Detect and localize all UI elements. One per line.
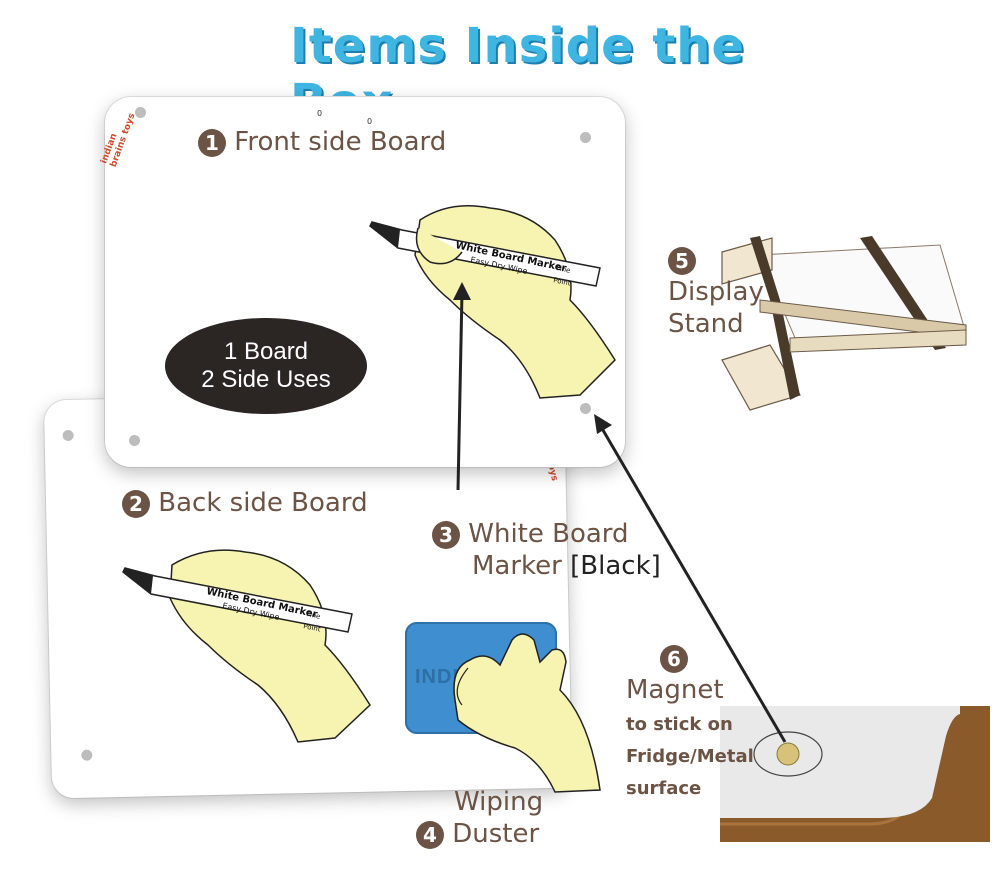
one-board-two-sides-badge: 1 Board 2 Side Uses xyxy=(165,318,367,414)
tick-mark: 0 xyxy=(317,109,323,118)
item-5-text-line2: Stand xyxy=(668,309,744,339)
board-hole xyxy=(580,132,591,143)
marker-tip-line2: Point xyxy=(303,622,322,633)
item-3-label: 3 White Board Marker [Black] xyxy=(432,518,661,582)
magnet-photo-illustration xyxy=(720,706,990,842)
item-6-sub-line3: surface xyxy=(626,778,702,799)
badge-line1: 1 Board xyxy=(223,338,309,365)
board-hole xyxy=(135,107,146,118)
item-1-text: Front side Board xyxy=(234,127,447,157)
item-4-text-line2: Duster xyxy=(452,819,540,849)
magnet-photo xyxy=(720,706,990,842)
item-3-text-line1: White Board xyxy=(468,519,629,549)
item-5-text-line1: Display xyxy=(668,277,764,307)
tick-mark: 0 xyxy=(367,117,373,126)
marker-tip-line1: Fine xyxy=(306,610,322,621)
item-5-number: 5 xyxy=(668,246,696,275)
marker-tip-line1: Fine xyxy=(556,264,572,275)
item-2-text: Back side Board xyxy=(158,488,368,518)
item-1-label: 1 Front side Board xyxy=(198,126,446,158)
item-6-label: 6 Magnet to stick on Fridge/Metal surfac… xyxy=(626,642,754,802)
hand-on-duster xyxy=(453,633,601,793)
board-hole xyxy=(129,435,140,446)
badge-line2: 2 Side Uses xyxy=(201,366,331,393)
item-4-text-line1: Wiping xyxy=(454,787,544,817)
item-3-text-line2: Marker xyxy=(472,551,562,581)
arrow-to-magnet-hole xyxy=(594,414,787,743)
board-hole xyxy=(580,403,591,414)
item-6-sub-line2: Fridge/Metal xyxy=(626,746,754,767)
item-6-number: 6 xyxy=(660,644,688,673)
item-3-number: 3 xyxy=(432,520,460,549)
item-4-number: 4 xyxy=(416,820,444,849)
item-2-number: 2 xyxy=(122,489,150,518)
display-stand xyxy=(721,236,967,411)
item-2-label: 2 Back side Board xyxy=(122,487,368,519)
item-3-color: [Black] xyxy=(570,551,661,581)
item-4-label: Wiping 4 Duster xyxy=(416,786,543,850)
back-hand-with-marker: White Board Marker Easy Dry Wipe Fine Po… xyxy=(122,549,371,743)
item-5-label: 5 Display Stand xyxy=(668,244,764,340)
item-6-sub-line1: to stick on xyxy=(626,714,733,735)
arrow-to-marker xyxy=(453,282,471,491)
item-1-number: 1 xyxy=(198,128,226,157)
marker-tip-line2: Point xyxy=(553,276,572,287)
front-hand-with-marker: White Board Marker Easy Dry Wipe Fine Po… xyxy=(369,205,616,399)
item-6-text: Magnet xyxy=(626,675,724,705)
